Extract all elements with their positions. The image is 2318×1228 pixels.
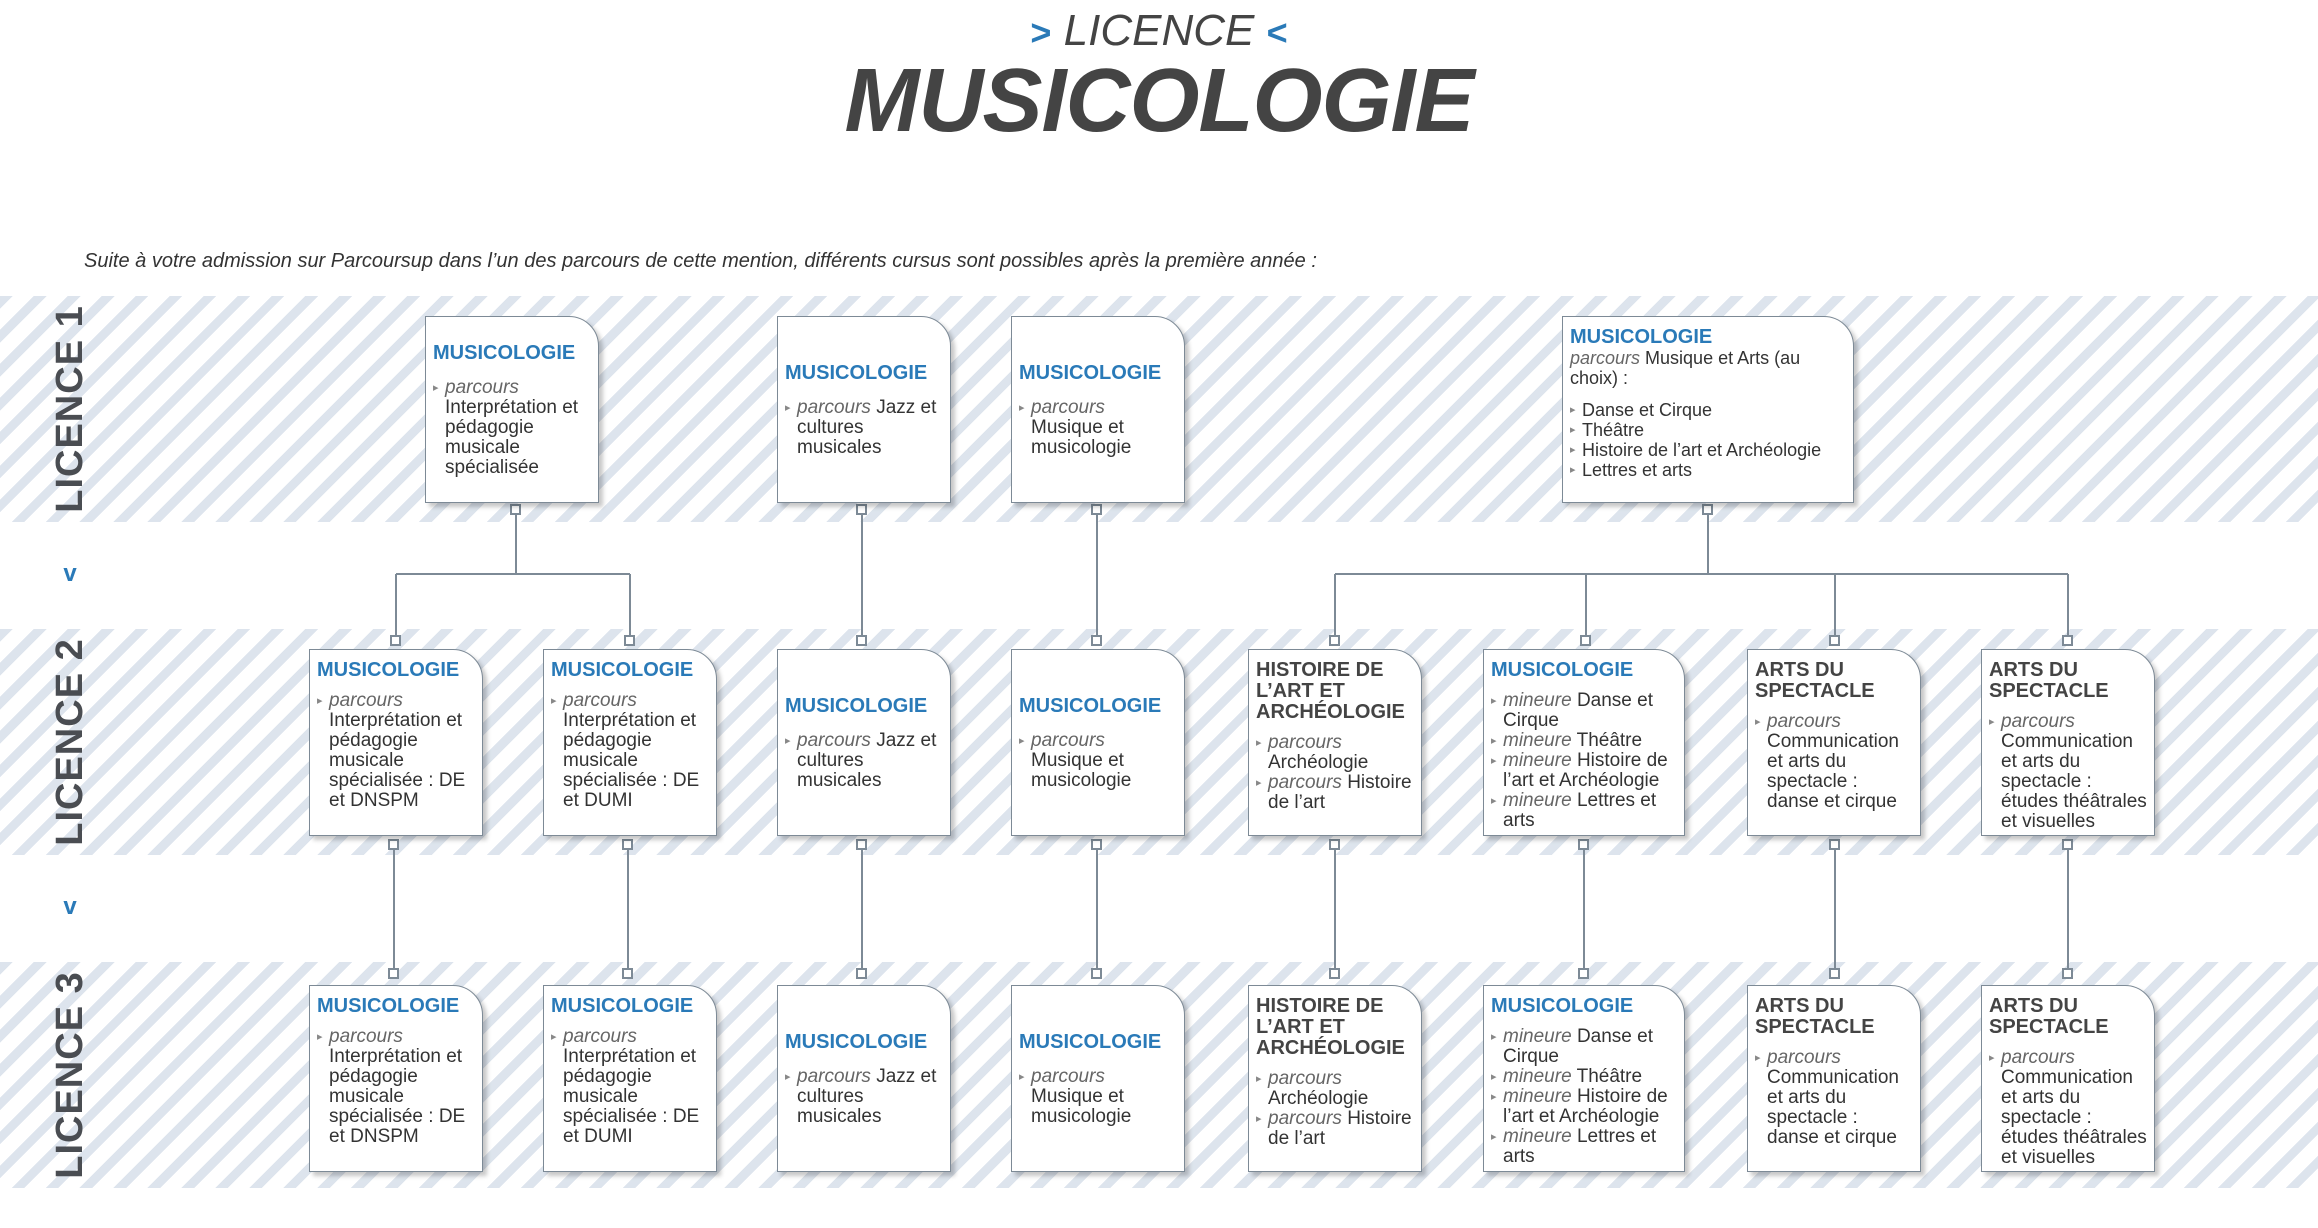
list-item: parcours Jazz et cultures musicales xyxy=(785,731,943,791)
list-item: mineure Théâtre xyxy=(1491,1067,1677,1088)
card-title: MUSICOLOGIE xyxy=(1491,659,1634,681)
l3-arts-spectacle-danse-card: ARTS DU SPECTACLE parcoursCommunication … xyxy=(1747,985,1921,1172)
card-title: MUSICOLOGIE xyxy=(433,342,576,364)
l3-histoire-art-card: HISTOIRE DE L’ART ET ARCHÉOLOGIE parcour… xyxy=(1248,985,1422,1172)
card-title: HISTOIRE DE L’ART ET ARCHÉOLOGIE xyxy=(1256,995,1405,1059)
licence-heading: > LICENCE < xyxy=(0,6,2318,56)
list-item: Histoire de l’art et Archéologie xyxy=(1570,440,1846,460)
list-item: parcours Jazz et cultures musicales xyxy=(785,1067,943,1127)
l2-musicologie-jazz-card: MUSICOLOGIE parcours Jazz et cultures mu… xyxy=(777,649,951,836)
card-title: MUSICOLOGIE xyxy=(785,695,928,717)
card-title: MUSICOLOGIE xyxy=(317,659,460,681)
list-item: parcours Jazz et cultures musicales xyxy=(785,398,943,458)
list-item: mineure Histoire de l’art et Archéologie xyxy=(1491,1087,1677,1127)
intro-text: Suite à votre admission sur Parcoursup d… xyxy=(84,250,1317,272)
card-title: MUSICOLOGIE xyxy=(317,995,460,1017)
l3-arts-spectacle-theatre-card: ARTS DU SPECTACLE parcoursCommunication … xyxy=(1981,985,2155,1172)
l2-histoire-art-card: HISTOIRE DE L’ART ET ARCHÉOLOGIE parcour… xyxy=(1248,649,1422,836)
list-item: mineure Théâtre xyxy=(1491,731,1677,752)
l2-musicologie-musique-card: MUSICOLOGIE parcours Musique et musicolo… xyxy=(1011,649,1185,836)
card-title: MUSICOLOGIE xyxy=(1019,1031,1162,1053)
card-title: ARTS DU SPECTACLE xyxy=(1755,659,1875,702)
list-item: mineure Danse et Cirque xyxy=(1491,691,1677,731)
list-item: mineure Lettres et arts xyxy=(1491,1127,1677,1167)
card-title: MUSICOLOGIE xyxy=(1019,362,1162,384)
licence-label: LICENCE xyxy=(1063,6,1255,55)
list-item: mineure Histoire de l’art et Archéologie xyxy=(1491,751,1677,791)
card-title: MUSICOLOGIE xyxy=(1019,695,1162,717)
card-subtitle: parcours Musique et Arts (au choix) : xyxy=(1570,348,1801,388)
l1-musicologie-musique-arts-card: MUSICOLOGIE parcours Musique et Arts (au… xyxy=(1562,316,1854,503)
list-item: Danse et Cirque xyxy=(1570,400,1846,420)
list-item: Lettres et arts xyxy=(1570,460,1846,480)
list-item: parcours Musique et musicologie xyxy=(1019,398,1177,458)
list-item: parcours Musique et musicologie xyxy=(1019,1067,1177,1127)
page-title: MUSICOLOGIE xyxy=(844,51,1474,151)
l3-musicologie-musique-card: MUSICOLOGIE parcours Musique et musicolo… xyxy=(1011,985,1185,1172)
l2-arts-spectacle-danse-card: ARTS DU SPECTACLE parcoursCommunication … xyxy=(1747,649,1921,836)
list-item: mineure Lettres et arts xyxy=(1491,791,1677,831)
card-title: MUSICOLOGIE xyxy=(1491,995,1634,1017)
list-item: parcours Histoire de l’art xyxy=(1256,773,1414,813)
l1-musicologie-jazz-card: MUSICOLOGIE parcours Jazz et cultures mu… xyxy=(777,316,951,503)
card-title: ARTS DU SPECTACLE xyxy=(1755,995,1875,1038)
list-item: parcours Musique et musicologie xyxy=(1019,731,1177,791)
l3-musicologie-jazz-card: MUSICOLOGIE parcours Jazz et cultures mu… xyxy=(777,985,951,1172)
card-title: ARTS DU SPECTACLE xyxy=(1989,659,2109,702)
chevron-right-icon: > xyxy=(1030,12,1052,53)
chevron-left-icon: < xyxy=(1266,12,1288,53)
card-title: MUSICOLOGIE xyxy=(785,1031,928,1053)
l1-musicologie-musique-card: MUSICOLOGIE parcours Musique et musicolo… xyxy=(1011,316,1185,503)
chevron-down-icon: v xyxy=(63,893,77,920)
card-title: MUSICOLOGIE xyxy=(551,995,694,1017)
chevron-down-icon: v xyxy=(63,560,77,587)
list-item: parcours Histoire de l’art xyxy=(1256,1109,1414,1149)
card-title: MUSICOLOGIE xyxy=(1570,326,1713,348)
card-title: MUSICOLOGIE xyxy=(785,362,928,384)
l3-musicologie-mineures-card: MUSICOLOGIE mineure Danse et Cirque mine… xyxy=(1483,985,1685,1172)
card-title: HISTOIRE DE L’ART ET ARCHÉOLOGIE xyxy=(1256,659,1405,723)
list-item: Théâtre xyxy=(1570,420,1846,440)
l2-arts-spectacle-theatre-card: ARTS DU SPECTACLE parcoursCommunication … xyxy=(1981,649,2155,836)
l2-musicologie-mineures-card: MUSICOLOGIE mineure Danse et Cirque mine… xyxy=(1483,649,1685,836)
list-item: mineure Danse et Cirque xyxy=(1491,1027,1677,1067)
card-title: MUSICOLOGIE xyxy=(551,659,694,681)
card-title: ARTS DU SPECTACLE xyxy=(1989,995,2109,1038)
